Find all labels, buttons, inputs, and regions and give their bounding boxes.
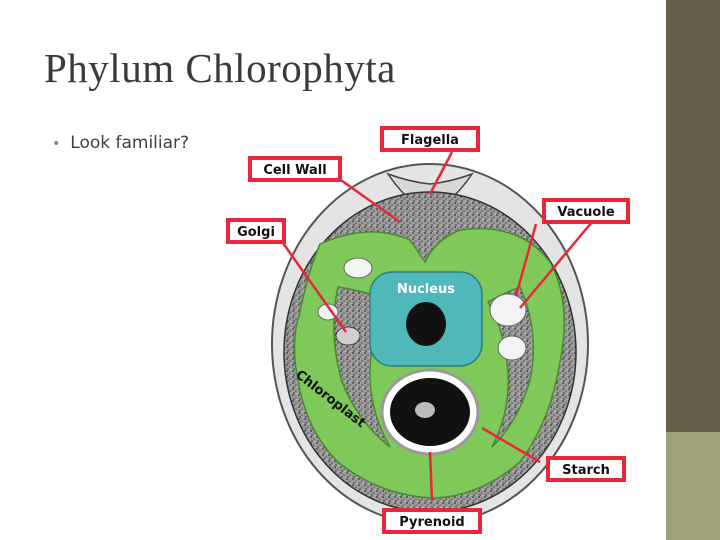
vacuole-shape: [489, 293, 527, 327]
bullet-text: Look familiar?: [70, 133, 190, 153]
bullet-item: • Look familiar?: [52, 133, 189, 153]
golgi-shape: [335, 326, 361, 346]
label-starch: Starch: [546, 456, 626, 482]
svg-text:Flagella: Flagella: [401, 133, 459, 148]
svg-text:Golgi: Golgi: [237, 225, 275, 240]
svg-text:Nucleus: Nucleus: [397, 282, 455, 297]
slide-title: Phylum Chlorophyta: [44, 45, 396, 91]
svg-text:Pyrenoid: Pyrenoid: [399, 515, 464, 530]
label-pyrenoid: Pyrenoid: [382, 508, 482, 534]
cell-diagram: Flagella Cell Wall Vacuole Golgi: [220, 112, 635, 540]
svg-text:Starch: Starch: [562, 463, 610, 478]
svg-text:Vacuole: Vacuole: [557, 205, 614, 220]
sidebar-accent: [666, 432, 720, 540]
label-vacuole: Vacuole: [542, 198, 630, 224]
label-cell-wall: Cell Wall: [248, 156, 342, 182]
label-golgi: Golgi: [226, 218, 286, 244]
bullet-dot-icon: •: [52, 136, 61, 152]
label-nucleus: Nucleus: [397, 282, 455, 297]
label-flagella: Flagella: [380, 126, 480, 152]
svg-text:Cell Wall: Cell Wall: [263, 163, 326, 178]
